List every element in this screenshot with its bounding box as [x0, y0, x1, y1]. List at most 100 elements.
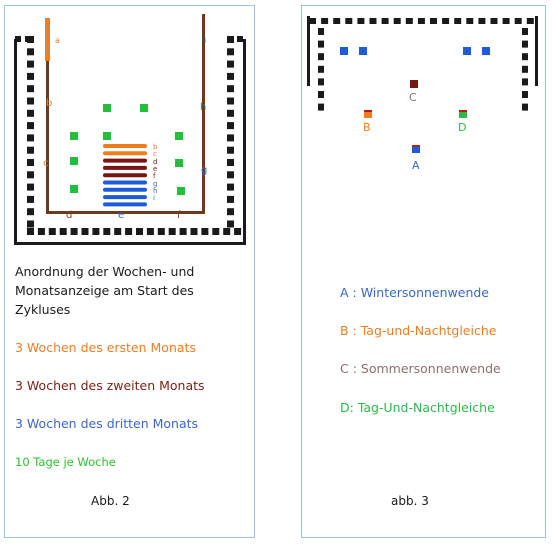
- marker-b: [364, 110, 372, 118]
- frame-right-edge: [535, 16, 538, 86]
- frame-dot: [201, 228, 209, 235]
- frame-dot: [522, 53, 528, 61]
- frame-dot: [321, 18, 329, 24]
- frame-dot: [157, 228, 165, 235]
- frame-dot: [454, 18, 462, 24]
- frame-dot: [27, 171, 34, 179]
- week-stack-label: c: [153, 150, 157, 159]
- segment-g-bar: [202, 136, 205, 214]
- frame-dot: [37, 228, 45, 235]
- label-f: f: [177, 210, 181, 221]
- blue-square: [340, 47, 348, 55]
- frame-dot: [381, 18, 389, 24]
- frame-dot: [526, 18, 534, 24]
- frame-dot: [179, 228, 187, 235]
- day-square: [70, 132, 78, 140]
- frame-dot: [146, 228, 154, 235]
- segment-b-bar: [46, 61, 49, 146]
- outer-dot-frame: [14, 36, 246, 245]
- frame-dot: [318, 53, 324, 61]
- frame-dot: [522, 78, 528, 86]
- frame-dot: [168, 228, 176, 235]
- frame-dot: [27, 60, 34, 68]
- frame-dot: [15, 36, 21, 42]
- frame-dot: [309, 18, 316, 24]
- figure-2-caption: Anordnung der Wochen- und Monatsanzeige …: [15, 264, 195, 317]
- legend-b: B : Tag-und-Nachtgleiche: [340, 323, 497, 338]
- week-stack-label: f: [153, 172, 156, 181]
- frame-dot: [212, 228, 220, 235]
- segment-h-bar: [202, 61, 205, 136]
- segment-i-bar: [202, 14, 205, 61]
- blue-square: [359, 47, 367, 55]
- figure-3-diagram: [307, 16, 538, 111]
- frame-dot: [514, 18, 522, 24]
- label-b: b: [46, 98, 53, 109]
- frame-dot: [227, 72, 234, 80]
- frame-dot: [227, 183, 234, 191]
- frame-dot: [227, 48, 234, 56]
- frame-dot: [333, 18, 341, 24]
- frame-dot: [27, 85, 34, 93]
- frame-dot: [466, 18, 474, 24]
- frame-dot: [27, 208, 34, 216]
- frame-dot: [59, 228, 67, 235]
- frame-dot: [227, 134, 234, 142]
- segment-a-bar: [45, 18, 50, 61]
- figure-2-label: Abb. 2: [91, 494, 130, 508]
- frame-dot: [27, 146, 34, 154]
- label-a: a: [55, 36, 60, 45]
- day-square: [177, 187, 185, 195]
- frame-right-edge: [243, 39, 246, 244]
- legend-second-month: 3 Wochen des zweiten Monats: [15, 378, 205, 393]
- frame-dot: [27, 122, 34, 130]
- legend-c: C : Sommersonnenwende: [340, 361, 501, 376]
- segment-c-bar: [46, 146, 49, 212]
- frame-dot: [369, 18, 377, 24]
- frame-dot: [522, 91, 528, 98]
- frame-dot: [442, 18, 450, 24]
- frame-dot: [227, 109, 234, 117]
- day-square: [103, 104, 111, 112]
- frame-dot: [227, 146, 234, 154]
- frame-dot: [27, 134, 34, 142]
- frame-dot: [227, 159, 234, 166]
- marker-d: [459, 110, 467, 118]
- day-squares: [70, 104, 185, 195]
- frame-dot: [227, 97, 234, 105]
- frame-dot: [522, 40, 528, 48]
- frame-dot: [318, 65, 324, 73]
- frame-left-edge: [14, 39, 17, 244]
- label-d: d: [66, 210, 73, 221]
- frame-dot: [405, 18, 413, 24]
- figure-3-label: abb. 3: [391, 494, 429, 508]
- frame-dot: [70, 228, 78, 235]
- frame-dot: [114, 228, 122, 235]
- frame-dot: [393, 18, 401, 24]
- frame-dot: [318, 91, 324, 98]
- frame-dot: [227, 220, 234, 228]
- label-i: i: [204, 36, 207, 45]
- frame-dot: [223, 228, 231, 235]
- marker-b-label: B: [363, 121, 371, 134]
- frame-dot: [27, 159, 34, 166]
- frame-dot: [234, 228, 242, 235]
- week-stack-label: g: [153, 179, 158, 188]
- frame-dot: [27, 195, 34, 203]
- frame-dot: [25, 36, 31, 42]
- legend-third-month: 3 Wochen des dritten Monats: [15, 416, 199, 431]
- week-bar: [103, 158, 147, 163]
- frame-dot: [136, 228, 143, 235]
- frame-dot: [417, 18, 425, 24]
- frame-dot: [227, 60, 234, 68]
- legend-days-per-week: 10 Tage je Woche: [15, 455, 116, 469]
- label-c: c: [43, 158, 49, 169]
- frame-dot: [27, 228, 34, 235]
- marker-a-label: A: [412, 159, 420, 172]
- frame-dot: [357, 18, 365, 24]
- frame-dot: [190, 228, 198, 235]
- day-square: [140, 104, 148, 112]
- outer-dot-frame-open: [307, 16, 538, 111]
- marker-c-label: C: [409, 91, 417, 104]
